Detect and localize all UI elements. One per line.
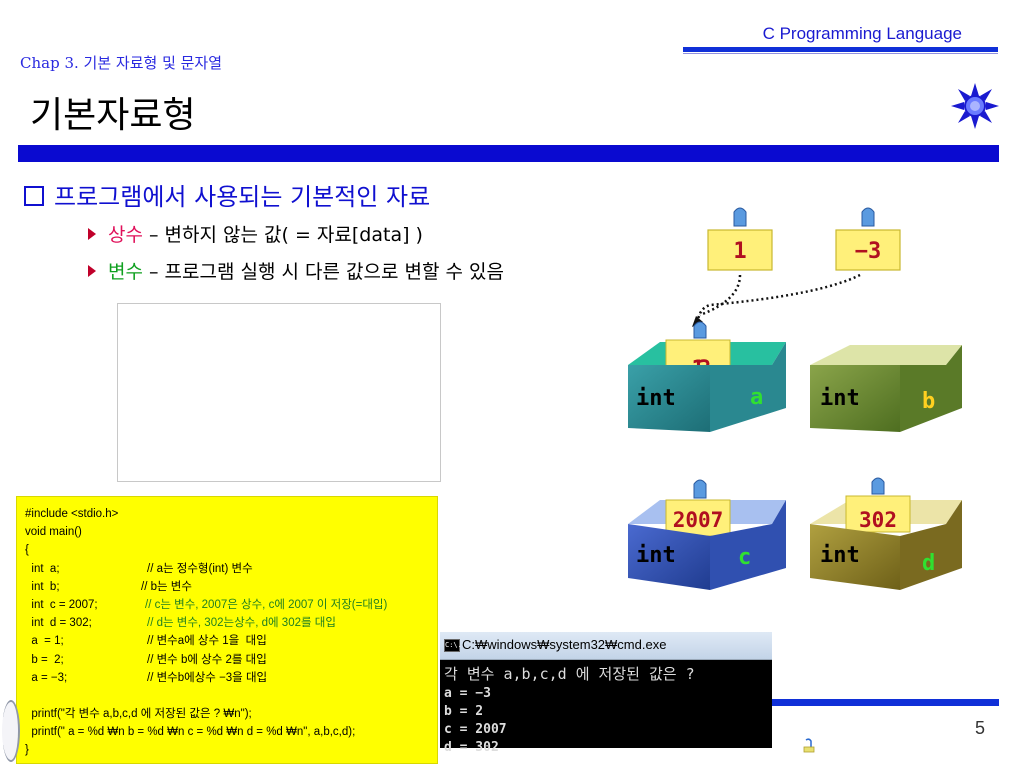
code-comment: // b는 변수 xyxy=(141,580,192,593)
code-line: { xyxy=(25,541,437,559)
variable-keyword: 변수 xyxy=(108,261,143,283)
code-line: void main() xyxy=(25,523,437,541)
box-type-label: int xyxy=(820,386,860,411)
code-comment: // 변수 b에 상수 2를 대입 xyxy=(147,653,267,666)
code-text: printf(" a = %d ₩n b = %d ₩n c = %d ₩n d… xyxy=(25,726,356,739)
clip-icon xyxy=(803,738,815,753)
code-text: int d = 302; xyxy=(25,617,92,630)
main-bullet: 프로그램에서 사용되는 기본적인 자료 xyxy=(24,177,430,212)
code-block: #include <stdio.h> void main() { int a; /… xyxy=(16,496,438,764)
console-line: 각 변수 a,b,c,d 에 저장된 값은 ? xyxy=(444,665,695,683)
console-line: d = 302 xyxy=(444,740,499,755)
main-bullet-text: 프로그램에서 사용되는 기본적인 자료 xyxy=(54,183,431,211)
sub-bullet-variable: 변수 – 프로그램 실행 시 다른 값으로 변할 수 있음 xyxy=(88,257,504,284)
code-line: printf(" a = %d ₩n b = %d ₩n c = %d ₩n d… xyxy=(25,723,437,741)
code-comment: // 변수b에상수 −3을 대입 xyxy=(147,671,268,684)
code-line: b = 2; // 변수 b에 상수 2를 대입 xyxy=(25,651,437,669)
constant-description: – 변하지 않는 값( = 자료[data] ) xyxy=(142,224,423,246)
variable-box-a: 1 −3 int a xyxy=(628,321,786,432)
course-underline xyxy=(683,47,998,52)
code-comment: // 변수a에 상수 1을 대입 xyxy=(147,635,267,648)
code-text: } xyxy=(25,744,29,757)
code-comment: // d는 변수, 302는상수, d에 302를 대입 xyxy=(147,617,336,630)
console-output: 각 변수 a,b,c,d 에 저장된 값은 ? a = −3 b = 2 c =… xyxy=(444,663,695,757)
arrow-head xyxy=(692,316,703,327)
console-window: C:\. C:₩windows₩system32₩cmd.exe 각 변수 a,… xyxy=(440,632,772,755)
code-text: printf("각 변수 a,b,c,d 에 저장된 값은 ? ₩n"); xyxy=(25,708,252,721)
code-text: int a; xyxy=(25,562,60,575)
code-line xyxy=(25,687,437,705)
code-line: printf("각 변수 a,b,c,d 에 저장된 값은 ? ₩n"); xyxy=(25,705,437,723)
variable-box-b: int b xyxy=(810,345,962,432)
box-value: 2007 xyxy=(673,508,724,532)
code-text: a = −3; xyxy=(25,671,68,684)
code-text: b = 2; xyxy=(25,653,64,666)
assign-arrow-1 xyxy=(699,274,742,317)
console-line: a = −3 xyxy=(444,686,491,701)
course-underline-thin xyxy=(683,53,998,54)
code-line: #include <stdio.h> xyxy=(25,505,437,523)
variable-box-d: 302 int d xyxy=(810,477,962,590)
sub-bullet-constant: 상수 – 변하지 않는 값( = 자료[data] ) xyxy=(88,220,423,247)
console-line: b = 2 xyxy=(444,704,484,719)
box-type-label: int xyxy=(820,543,860,568)
code-comment: // a는 정수형(int) 변수 xyxy=(147,562,253,575)
box-var-name: c xyxy=(738,545,751,570)
constant-tag-1: 1 xyxy=(707,207,773,271)
constant-value: 1 xyxy=(733,239,746,264)
seal-logo xyxy=(2,700,20,762)
code-line: int c = 2007; // c는 변수, 2007은 상수, c에 2007… xyxy=(25,596,437,614)
box-type-label: int xyxy=(636,386,676,411)
constant-value: −3 xyxy=(855,239,882,264)
constant-keyword: 상수 xyxy=(108,224,143,246)
slide-title: 기본자료형 xyxy=(30,95,196,136)
code-line: a = −3; // 변수b에상수 −3을 대입 xyxy=(25,669,437,687)
code-text: #include <stdio.h> xyxy=(25,508,119,520)
cmd-icon: C:\. xyxy=(444,639,462,652)
triangle-bullet-icon xyxy=(88,228,96,240)
code-line: } xyxy=(25,741,437,759)
title-divider-bar xyxy=(18,145,999,162)
constant-tag-2: −3 xyxy=(835,207,901,271)
box-var-name: d xyxy=(922,551,935,576)
checkbox-bullet-icon xyxy=(24,186,44,206)
code-text: int c = 2007; xyxy=(25,598,98,611)
course-title: C Programming Language xyxy=(762,24,962,43)
code-text: void main() xyxy=(25,526,82,539)
console-line: c = 2007 xyxy=(444,722,507,737)
sun-icon xyxy=(951,83,999,129)
code-line: int b; // b는 변수 xyxy=(25,578,437,596)
variable-box-c: 2007 int c xyxy=(628,479,786,590)
triangle-bullet-icon xyxy=(88,265,96,277)
code-line: int d = 302; // d는 변수, 302는상수, d에 302를 대입 xyxy=(25,614,437,632)
code-text: int b; xyxy=(25,580,60,593)
code-line: int a; // a는 정수형(int) 변수 xyxy=(25,560,437,578)
chapter-label: Chap 3. 기본 자료형 및 문자열 xyxy=(20,54,223,72)
box-var-name: a xyxy=(750,385,763,410)
blank-placeholder-box xyxy=(117,303,441,482)
page-number: 5 xyxy=(975,718,986,738)
code-comment: // c는 변수, 2007은 상수, c에 2007 이 저장(=대입) xyxy=(145,598,388,611)
code-text: a = 1; xyxy=(25,635,64,648)
variable-box-diagram: 1 −3 1 −3 int a int b 2007 int c xyxy=(628,207,962,590)
code-text: { xyxy=(25,544,29,557)
box-var-name: b xyxy=(922,389,935,414)
console-title: C:₩windows₩system32₩cmd.exe xyxy=(462,637,667,652)
console-titlebar[interactable]: C:\. C:₩windows₩system32₩cmd.exe xyxy=(440,632,772,660)
assign-arrow-2 xyxy=(696,273,861,321)
variable-description: – 프로그램 실행 시 다른 값으로 변할 수 있음 xyxy=(142,261,504,283)
box-type-label: int xyxy=(636,543,676,568)
code-line: a = 1; // 변수a에 상수 1을 대입 xyxy=(25,632,437,650)
box-value: 302 xyxy=(859,508,897,532)
